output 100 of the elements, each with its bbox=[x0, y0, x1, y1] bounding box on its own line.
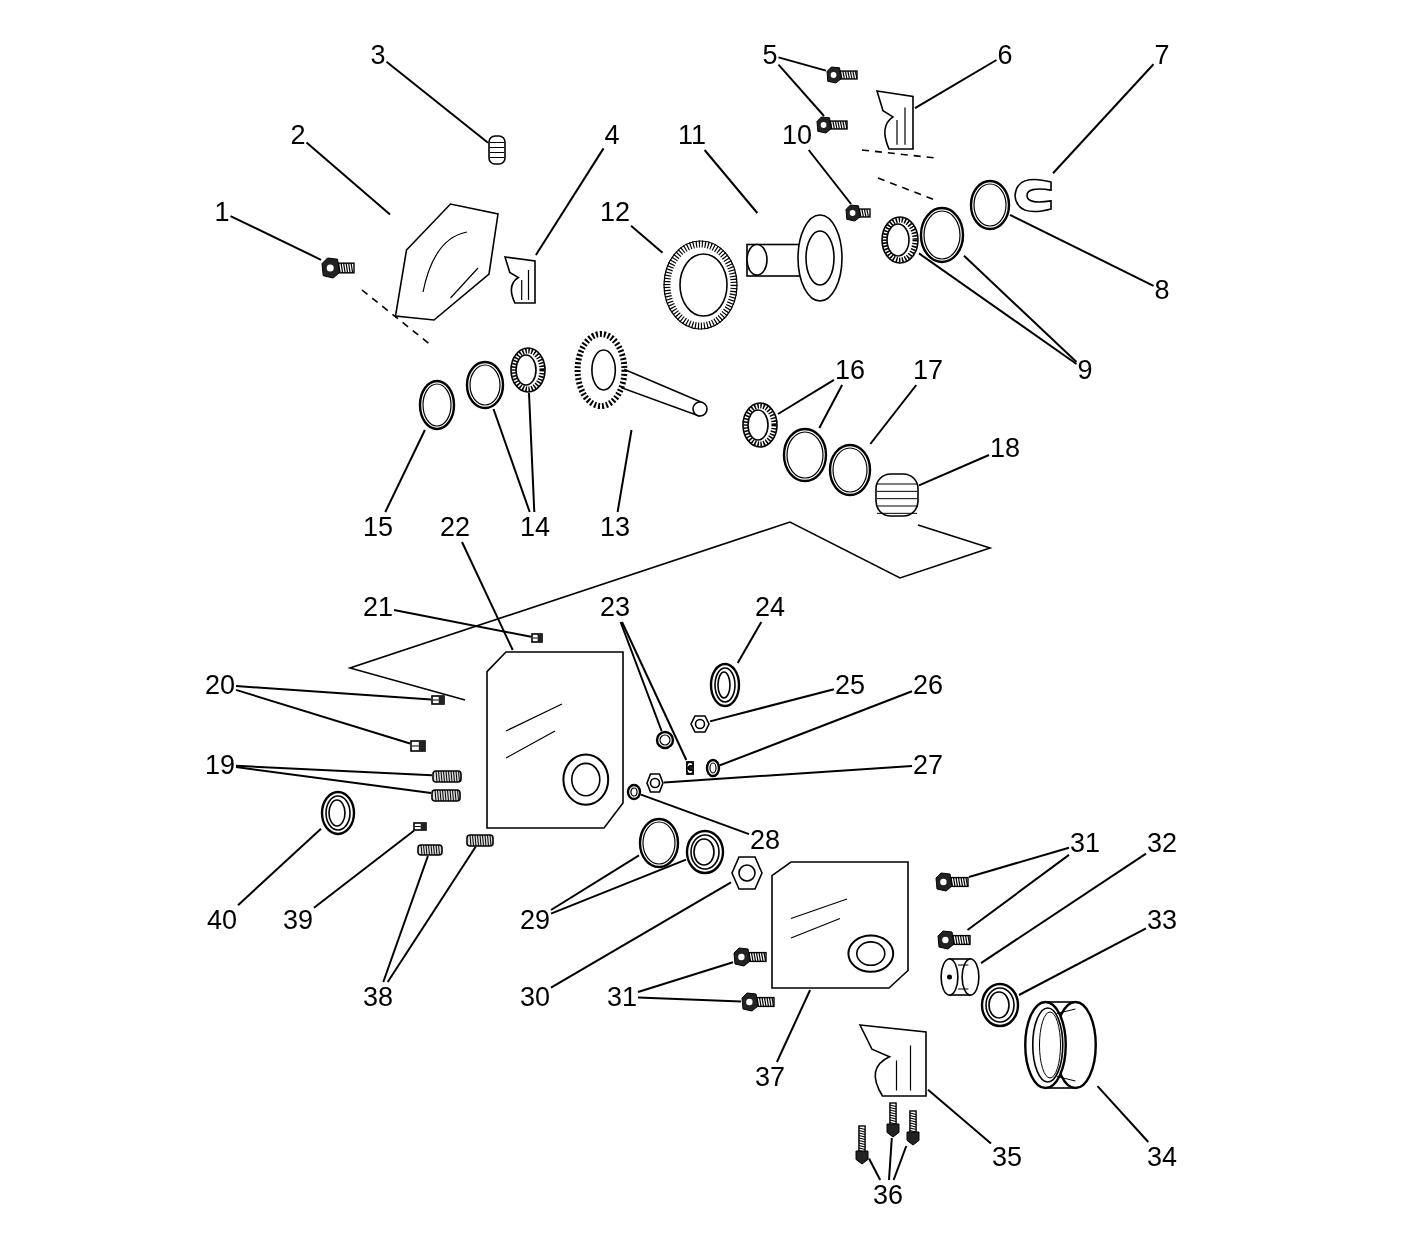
bracket-drawing bbox=[503, 255, 537, 305]
callout-number: 4 bbox=[603, 120, 621, 150]
leader-line bbox=[777, 378, 835, 415]
callout-number: 40 bbox=[206, 905, 238, 935]
nut-drawing bbox=[646, 773, 664, 793]
leader-line bbox=[777, 56, 827, 72]
bolt-drawing bbox=[741, 992, 775, 1012]
callout-number: 21 bbox=[362, 592, 394, 622]
callout-number: 37 bbox=[754, 1062, 786, 1092]
bolt-drawing bbox=[935, 872, 969, 892]
leader-line bbox=[818, 384, 844, 429]
bolt-drawing bbox=[733, 947, 767, 967]
leader-line bbox=[663, 765, 913, 784]
leader-line bbox=[550, 858, 687, 915]
callout-number: 31 bbox=[1069, 828, 1101, 858]
nut-drawing bbox=[690, 715, 710, 733]
leader-line bbox=[235, 764, 433, 777]
pin-drawing bbox=[531, 633, 543, 643]
leader-line bbox=[963, 254, 1078, 363]
bracket-drawing bbox=[858, 1022, 928, 1098]
bolt-drawing bbox=[937, 930, 971, 950]
leader-line bbox=[621, 621, 688, 761]
leader-line bbox=[616, 429, 633, 513]
vbolt-drawing bbox=[855, 1125, 869, 1165]
ring-drawing bbox=[920, 207, 964, 263]
callout-number: 17 bbox=[912, 355, 944, 385]
callout-number: 31 bbox=[606, 982, 638, 1012]
leader-line bbox=[393, 609, 532, 638]
callout-number: 8 bbox=[1153, 275, 1171, 305]
leader-line bbox=[736, 621, 763, 664]
bearing-drawing bbox=[881, 216, 919, 264]
callout-number: 30 bbox=[519, 982, 551, 1012]
leader-line bbox=[235, 766, 432, 794]
leader-line bbox=[382, 855, 429, 983]
leader-line bbox=[888, 1137, 893, 1181]
ring-drawing bbox=[706, 759, 720, 777]
vbolt-drawing bbox=[906, 1110, 920, 1146]
leader-line bbox=[235, 688, 411, 745]
callout-number: 24 bbox=[754, 592, 786, 622]
ring-drawing bbox=[627, 784, 641, 800]
leader-line bbox=[637, 961, 734, 993]
leader-line bbox=[918, 252, 1078, 365]
housing-drawing bbox=[485, 650, 625, 830]
bolt-drawing bbox=[845, 204, 871, 222]
callout-number: 2 bbox=[289, 120, 307, 150]
bracket-drawing bbox=[875, 89, 915, 151]
callout-number: 3 bbox=[369, 40, 387, 70]
leader-line bbox=[966, 853, 1070, 931]
leader-line bbox=[550, 881, 732, 989]
seal-drawing bbox=[686, 830, 724, 874]
leader-line bbox=[777, 63, 825, 117]
callout-number: 26 bbox=[912, 670, 944, 700]
ring-drawing bbox=[656, 731, 674, 749]
leader-line bbox=[492, 408, 531, 513]
leader-line bbox=[229, 215, 322, 261]
leader-line bbox=[807, 149, 852, 205]
callout-number: 39 bbox=[282, 905, 314, 935]
gear-drawing bbox=[662, 240, 738, 330]
stud-drawing bbox=[417, 844, 443, 856]
callout-number: 5 bbox=[761, 40, 779, 70]
callout-number: 7 bbox=[1153, 40, 1171, 70]
callout-number: 6 bbox=[996, 40, 1014, 70]
leader-line bbox=[918, 454, 990, 487]
leader-line bbox=[630, 224, 664, 254]
leader-line bbox=[619, 621, 663, 732]
leader-line bbox=[385, 60, 489, 144]
stud-drawing bbox=[432, 769, 462, 783]
leader-line bbox=[550, 854, 640, 911]
bearing-drawing bbox=[742, 402, 778, 448]
callout-number: 10 bbox=[781, 120, 813, 150]
leader-line bbox=[528, 392, 536, 513]
seal-drawing bbox=[981, 983, 1019, 1027]
callout-number: 34 bbox=[1146, 1142, 1178, 1172]
callout-number: 11 bbox=[677, 120, 707, 150]
callout-number: 1 bbox=[213, 197, 231, 227]
callout-number: 29 bbox=[519, 905, 551, 935]
callout-number: 32 bbox=[1146, 828, 1178, 858]
callout-number: 9 bbox=[1076, 355, 1094, 385]
ring-drawing bbox=[970, 180, 1010, 230]
bolt-drawing bbox=[826, 66, 858, 84]
leader-line bbox=[703, 149, 759, 214]
leader-line bbox=[868, 1157, 882, 1181]
callout-number: 28 bbox=[749, 825, 781, 855]
callout-number: 22 bbox=[439, 512, 471, 542]
plug-drawing bbox=[488, 135, 506, 165]
leader-line bbox=[914, 59, 998, 110]
ring-drawing bbox=[419, 380, 455, 430]
sleeve-drawing bbox=[939, 957, 981, 997]
leader-line bbox=[927, 1088, 992, 1145]
seal-drawing bbox=[321, 791, 355, 835]
callout-number: 35 bbox=[991, 1142, 1023, 1172]
callout-number: 36 bbox=[872, 1180, 904, 1210]
bolt-drawing bbox=[816, 116, 848, 134]
seal-drawing bbox=[710, 663, 740, 707]
plug-drawing bbox=[875, 473, 919, 517]
leader-line bbox=[461, 541, 514, 651]
ring-drawing bbox=[829, 444, 871, 496]
leader-line bbox=[237, 827, 322, 907]
leader-line bbox=[384, 429, 426, 513]
stud-drawing bbox=[431, 788, 461, 802]
